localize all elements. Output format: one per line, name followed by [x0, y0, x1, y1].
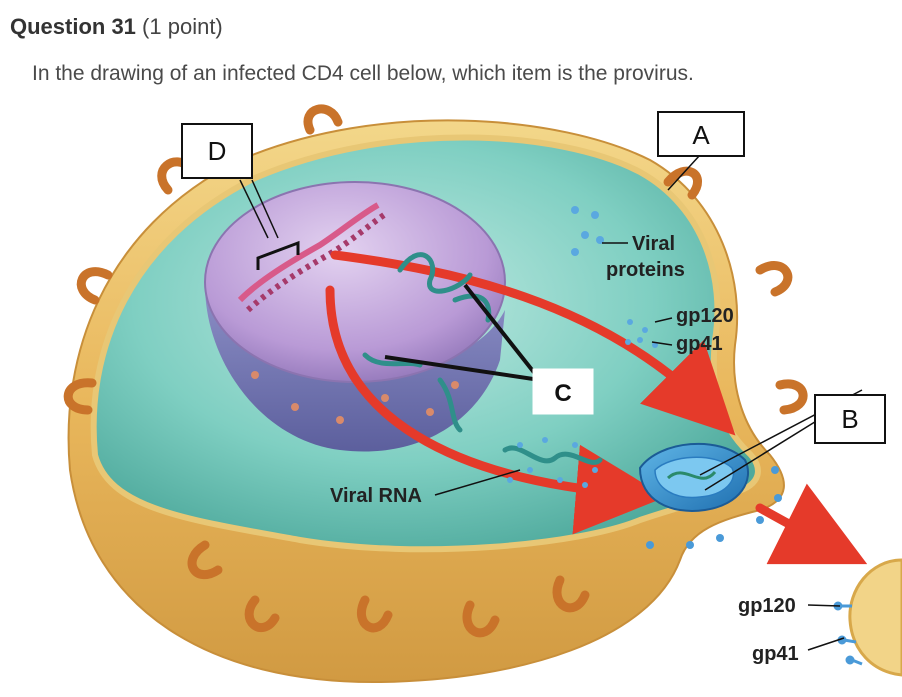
membrane-receptors: [63, 104, 808, 638]
label-gp120-outside: gp120: [738, 595, 796, 617]
question-prompt: In the drawing of an infected CD4 cell b…: [32, 62, 694, 85]
host-dna-provirus: [237, 202, 386, 313]
label-box-c: C: [532, 368, 594, 415]
label-gp41-inside: gp41: [676, 333, 723, 355]
label-gp120-inside: gp120: [676, 305, 734, 327]
label-box-d: D: [181, 123, 253, 179]
label-viral: Viral: [632, 233, 675, 255]
surface-spikes: [646, 466, 782, 549]
svg-text:C: C: [554, 380, 571, 407]
question-number: Question 31: [10, 14, 136, 39]
viral-proteins-dots: [507, 206, 658, 488]
label-gp41-outside: gp41: [752, 643, 799, 665]
budding-virion: [638, 442, 750, 512]
question-header: Question 31 (1 point): [10, 14, 223, 40]
released-virion: [848, 558, 902, 677]
svg-text:B: B: [841, 404, 858, 434]
label-box-b: B: [814, 394, 886, 444]
nucleus-pores: [251, 371, 459, 424]
label-box-a: A: [657, 111, 745, 157]
bracket-d: [256, 240, 300, 270]
label-viral-rna: Viral RNA: [330, 485, 422, 507]
svg-text:A: A: [692, 120, 710, 150]
label-proteins: proteins: [606, 259, 685, 281]
pointer-lines-c: [384, 283, 542, 382]
question-points: (1 point): [142, 14, 223, 39]
infected-cd4-cell-figure: A B C D Viral proteins gp120 gp41 Viral …: [63, 104, 902, 684]
svg-text:D: D: [208, 136, 227, 166]
pathway-arrows: [325, 250, 868, 565]
